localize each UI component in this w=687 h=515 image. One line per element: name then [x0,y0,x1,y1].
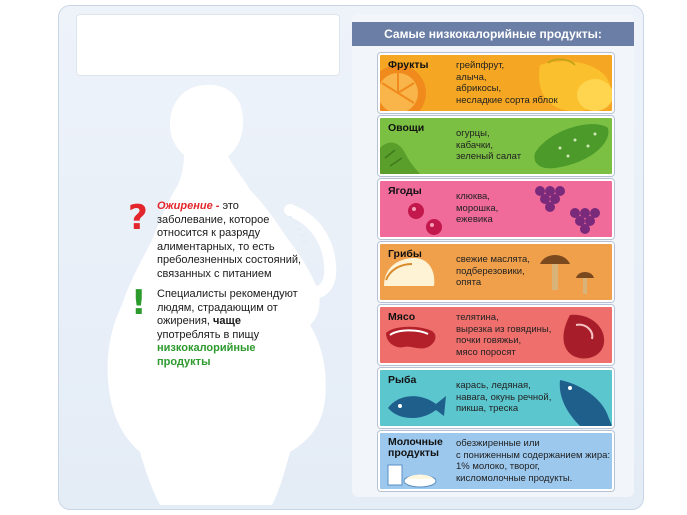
category-name: Грибы [388,248,422,260]
category-items: свежие маслята, подберезовики, опята [456,254,530,288]
title-box [76,14,340,76]
mushroom-icon [380,244,612,300]
obesity-definition: Ожирение - это заболевание, которое отно… [157,200,302,280]
cucumber-icon [380,118,612,174]
category-items: телятина, вырезка из говядины, почки гов… [456,312,552,358]
category-name: Молочные продукты [388,436,443,459]
category-items: обезжиренные или с пониженным содержание… [456,438,611,484]
category-card-mushrooms: Грибы свежие маслята, подберезовики, опя… [378,242,614,302]
question-mark-icon: ? [128,198,148,238]
low-calorie-products-highlight: низкокалорийные продукты [157,342,256,368]
category-items: огурцы, кабачки, зеленый салат [456,128,522,162]
definition-term: Ожирение [157,200,213,212]
category-items: грейпфрут, алыча, абрикосы, несладкие со… [456,60,558,106]
emphasis-word: чаще [213,315,241,327]
berry-icon [380,181,612,237]
fish-icon [380,370,612,426]
products-panel: Самые низкокалорийные продукты: Фрукты г… [352,14,634,497]
category-name: Овощи [388,122,425,134]
category-card-fruits: Фрукты грейпфрут, алыча, абрикосы, несла… [378,53,614,113]
products-header: Самые низкокалорийные продукты: [352,22,634,46]
category-items: карась, ледяная, навага, окунь речной, п… [456,380,552,414]
definition-text: это заболевание, которое относится к раз… [157,200,302,280]
category-card-berries: Ягоды клюква, морошка, ежевика [378,179,614,239]
category-name: Фрукты [388,59,429,71]
category-name: Мясо [388,311,416,323]
category-name: Ягоды [388,185,422,197]
obese-person-silhouette [107,84,337,506]
category-items: клюква, морошка, ежевика [456,191,499,225]
category-card-meat: Мясо телятина, вырезка из говядины, почк… [378,305,614,365]
exclamation-mark-icon: ! [131,283,147,323]
meat-icon [380,307,612,363]
category-card-fish: Рыба карась, ледяная, навага, окунь речн… [378,368,614,428]
category-card-vegetables: Овощи огурцы, кабачки, зеленый салат [378,116,614,176]
fruit-icon [380,55,612,111]
category-name: Рыба [388,374,417,386]
category-card-dairy: Молочные продукты обезжиренные или с пон… [378,431,614,491]
recommendation-text: Специалисты рекомендуют людям, страдающи… [157,288,298,368]
dairy-icon [380,433,612,489]
